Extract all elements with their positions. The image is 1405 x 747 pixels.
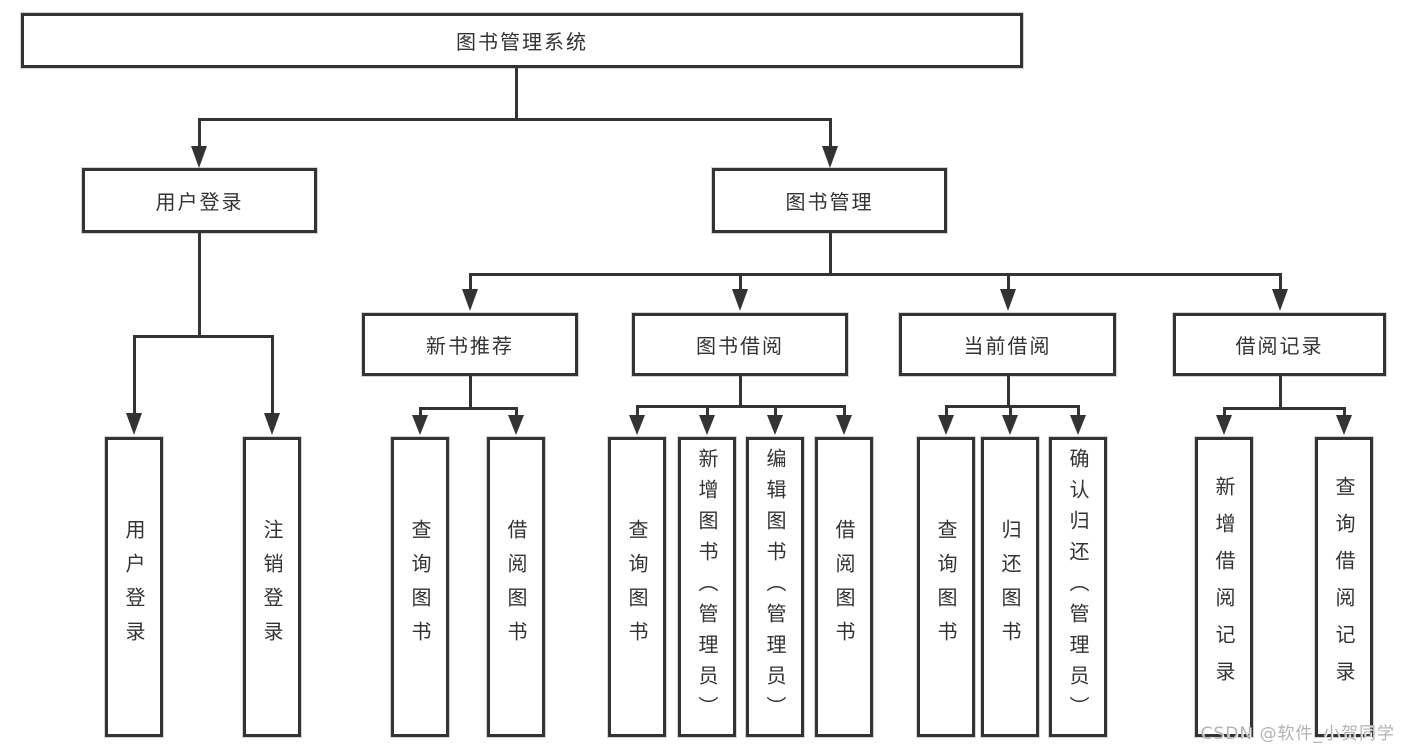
connector-to-book-borrowing-shaft	[738, 273, 742, 291]
connector-to-new-book-recommend-shaft	[468, 273, 472, 291]
leaf-bb-borrow-books: 借阅图书	[815, 437, 873, 737]
leaf-cb-confirm-return-admin-label: 确认归还（管理员）	[1066, 447, 1090, 727]
leaf-br-add-record-label: 新增借阅记录	[1212, 476, 1236, 698]
connector-nbr-leaf2-shaft	[514, 407, 518, 417]
arrow-down-icon	[1002, 415, 1018, 435]
leaf-nbr-query-books-label: 查询图书	[408, 519, 432, 655]
arrow-down-icon	[1272, 289, 1288, 311]
leaf-cb-confirm-return-admin: 确认归还（管理员）	[1049, 437, 1107, 737]
leaf-nbr-borrow-books: 借阅图书	[487, 437, 545, 737]
arrow-down-icon	[191, 146, 207, 168]
connector-to-borrowing-records-shaft	[1278, 273, 1282, 291]
leaf-bb-edit-books-admin: 编辑图书（管理员）	[746, 437, 804, 737]
connector-bb-vline	[738, 376, 742, 405]
arrow-down-icon	[462, 289, 478, 311]
connector-root-to-book-mgmt-shaft	[828, 118, 832, 148]
arrow-down-icon	[126, 413, 142, 435]
connector-user-login-hline	[132, 335, 274, 338]
arrow-down-icon	[264, 413, 280, 435]
arrow-down-icon	[767, 415, 783, 435]
connector-cb-leaf2-shaft	[1008, 405, 1012, 417]
arrow-down-icon	[732, 289, 748, 311]
leaf-bb-add-books-admin-label: 新增图书（管理员）	[695, 447, 719, 727]
connector-br-leaf1-shaft	[1222, 407, 1226, 417]
node-book-borrowing-label: 图书借阅	[696, 334, 784, 358]
connector-br-hline	[1222, 407, 1346, 410]
arrow-down-icon	[412, 415, 428, 435]
node-book-borrowing: 图书借阅	[632, 313, 848, 376]
leaf-bb-query-books-label: 查询图书	[625, 519, 649, 655]
leaf-cb-return-books-label: 归还图书	[998, 519, 1022, 655]
leaf-br-add-record: 新增借阅记录	[1195, 437, 1253, 737]
leaf-logout-label: 注销登录	[260, 519, 284, 655]
leaf-logout: 注销登录	[243, 437, 301, 737]
leaf-cb-query-books-label: 查询图书	[934, 519, 958, 655]
connector-nbr-leaf1-shaft	[418, 407, 422, 417]
leaf-user-login: 用户登录	[105, 437, 163, 737]
connector-cb-leaf3-shaft	[1076, 405, 1080, 417]
arrow-down-icon	[1336, 415, 1352, 435]
connector-cb-vline	[1006, 376, 1010, 405]
connector-cb-hline	[944, 405, 1080, 408]
connector-bb-hline	[635, 405, 846, 408]
node-root-label: 图书管理系统	[456, 30, 588, 54]
leaf-nbr-borrow-books-label: 借阅图书	[504, 519, 528, 655]
node-new-book-recommend: 新书推荐	[362, 313, 578, 376]
connector-user-login-vline	[197, 233, 201, 335]
arrow-down-icon	[836, 415, 852, 435]
connector-root-vline	[514, 68, 518, 118]
connector-book-mgmt-vline	[828, 233, 832, 273]
arrow-down-icon	[938, 415, 954, 435]
node-root: 图书管理系统	[21, 13, 1023, 68]
arrow-down-icon	[629, 415, 645, 435]
node-new-book-recommend-label: 新书推荐	[426, 334, 514, 358]
arrow-down-icon	[1000, 289, 1016, 311]
arrow-down-icon	[508, 415, 524, 435]
node-user-login-label: 用户登录	[155, 190, 244, 214]
arrow-down-icon	[1216, 415, 1232, 435]
connector-br-leaf2-shaft	[1342, 407, 1346, 417]
leaf-cb-return-books: 归还图书	[981, 437, 1039, 737]
connector-bb-leaf2-shaft	[705, 405, 709, 417]
connector-nbr-vline	[468, 376, 472, 407]
arrow-down-icon	[822, 146, 838, 168]
leaf-bb-borrow-books-label: 借阅图书	[832, 519, 856, 655]
node-book-management-label: 图书管理	[785, 190, 874, 214]
connector-root-hline	[197, 118, 832, 121]
leaf-bb-query-books: 查询图书	[608, 437, 666, 737]
node-book-management: 图书管理	[712, 168, 947, 233]
connector-bb-leaf3-shaft	[773, 405, 777, 417]
csdn-watermark: CSDN @软件_小贺同学	[1200, 724, 1395, 744]
connector-cb-leaf1-shaft	[944, 405, 948, 417]
connector-to-current-borrowing-shaft	[1006, 273, 1010, 291]
leaf-br-query-record-label: 查询借阅记录	[1332, 476, 1356, 698]
node-current-borrowing: 当前借阅	[899, 313, 1116, 376]
leaf-user-login-label: 用户登录	[122, 519, 146, 655]
connector-book-mgmt-hline	[468, 273, 1282, 276]
leaf-br-query-record: 查询借阅记录	[1315, 437, 1373, 737]
leaf-bb-edit-books-admin-label: 编辑图书（管理员）	[763, 447, 787, 727]
connector-bb-leaf1-shaft	[635, 405, 639, 417]
arrow-down-icon	[1070, 415, 1086, 435]
leaf-cb-query-books: 查询图书	[917, 437, 975, 737]
connector-to-leaf-user-login-shaft	[132, 335, 136, 415]
leaf-nbr-query-books: 查询图书	[391, 437, 449, 737]
connector-nbr-hline	[418, 407, 518, 410]
connector-to-leaf-logout-shaft	[270, 335, 274, 415]
connector-br-vline	[1278, 376, 1282, 407]
connector-root-to-user-login-shaft	[197, 118, 201, 148]
arrow-down-icon	[699, 415, 715, 435]
node-borrowing-records-label: 借阅记录	[1235, 334, 1324, 358]
node-borrowing-records: 借阅记录	[1173, 313, 1386, 376]
node-user-login: 用户登录	[82, 168, 317, 233]
leaf-bb-add-books-admin: 新增图书（管理员）	[678, 437, 736, 737]
connector-bb-leaf4-shaft	[842, 405, 846, 417]
node-current-borrowing-label: 当前借阅	[963, 334, 1052, 358]
